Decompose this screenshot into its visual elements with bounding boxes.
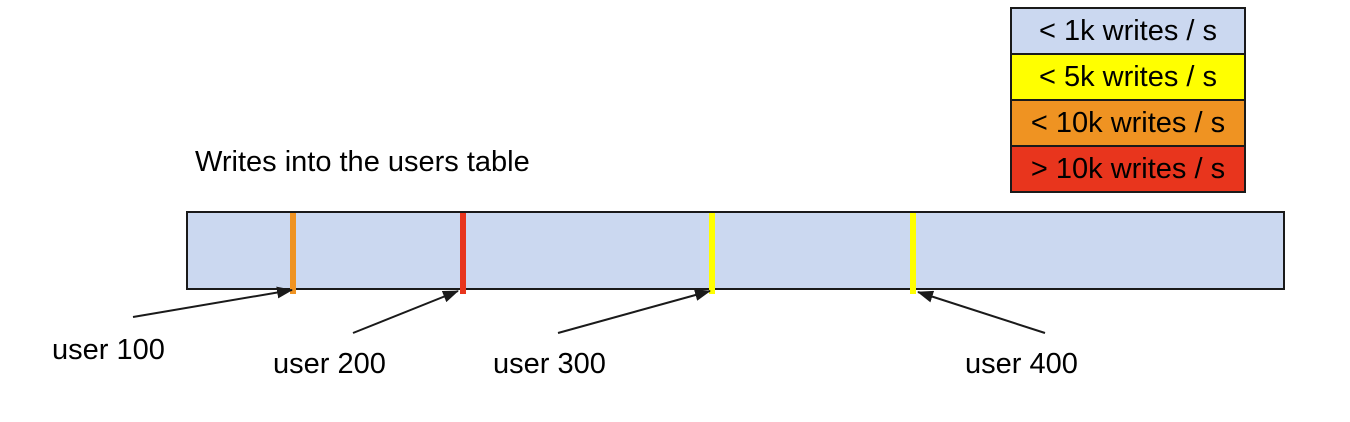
callout-label: user 200 <box>273 348 386 380</box>
hotspot-stripe-user-100 <box>290 213 296 294</box>
legend-item-label: < 5k writes / s <box>1038 60 1218 93</box>
hotspot-stripe-user-200 <box>460 213 466 294</box>
callout-arrow <box>557 289 711 334</box>
callout-label: user 100 <box>52 334 165 366</box>
legend-item: < 5k writes / s <box>1012 55 1244 101</box>
legend-item-label: < 10k writes / s <box>1030 106 1226 139</box>
callout-arrow <box>132 286 293 318</box>
diagram-title: Writes into the users table <box>195 146 530 178</box>
legend-item-label: > 10k writes / s <box>1030 152 1226 185</box>
legend-item: > 10k writes / s <box>1012 147 1244 191</box>
callout-label: user 300 <box>493 348 606 380</box>
hotspot-stripe-user-400 <box>910 213 916 294</box>
legend-item: < 10k writes / s <box>1012 101 1244 147</box>
legend: < 1k writes / s < 5k writes / s < 10k writ… <box>1010 7 1246 193</box>
hotspot-stripe-user-300 <box>709 213 715 294</box>
callout-arrow <box>917 290 1046 334</box>
legend-item-label: < 1k writes / s <box>1038 14 1218 47</box>
callout-label: user 400 <box>965 348 1078 380</box>
users-table-bar <box>186 211 1285 290</box>
callout-arrow <box>352 290 459 334</box>
legend-item: < 1k writes / s <box>1012 9 1244 55</box>
